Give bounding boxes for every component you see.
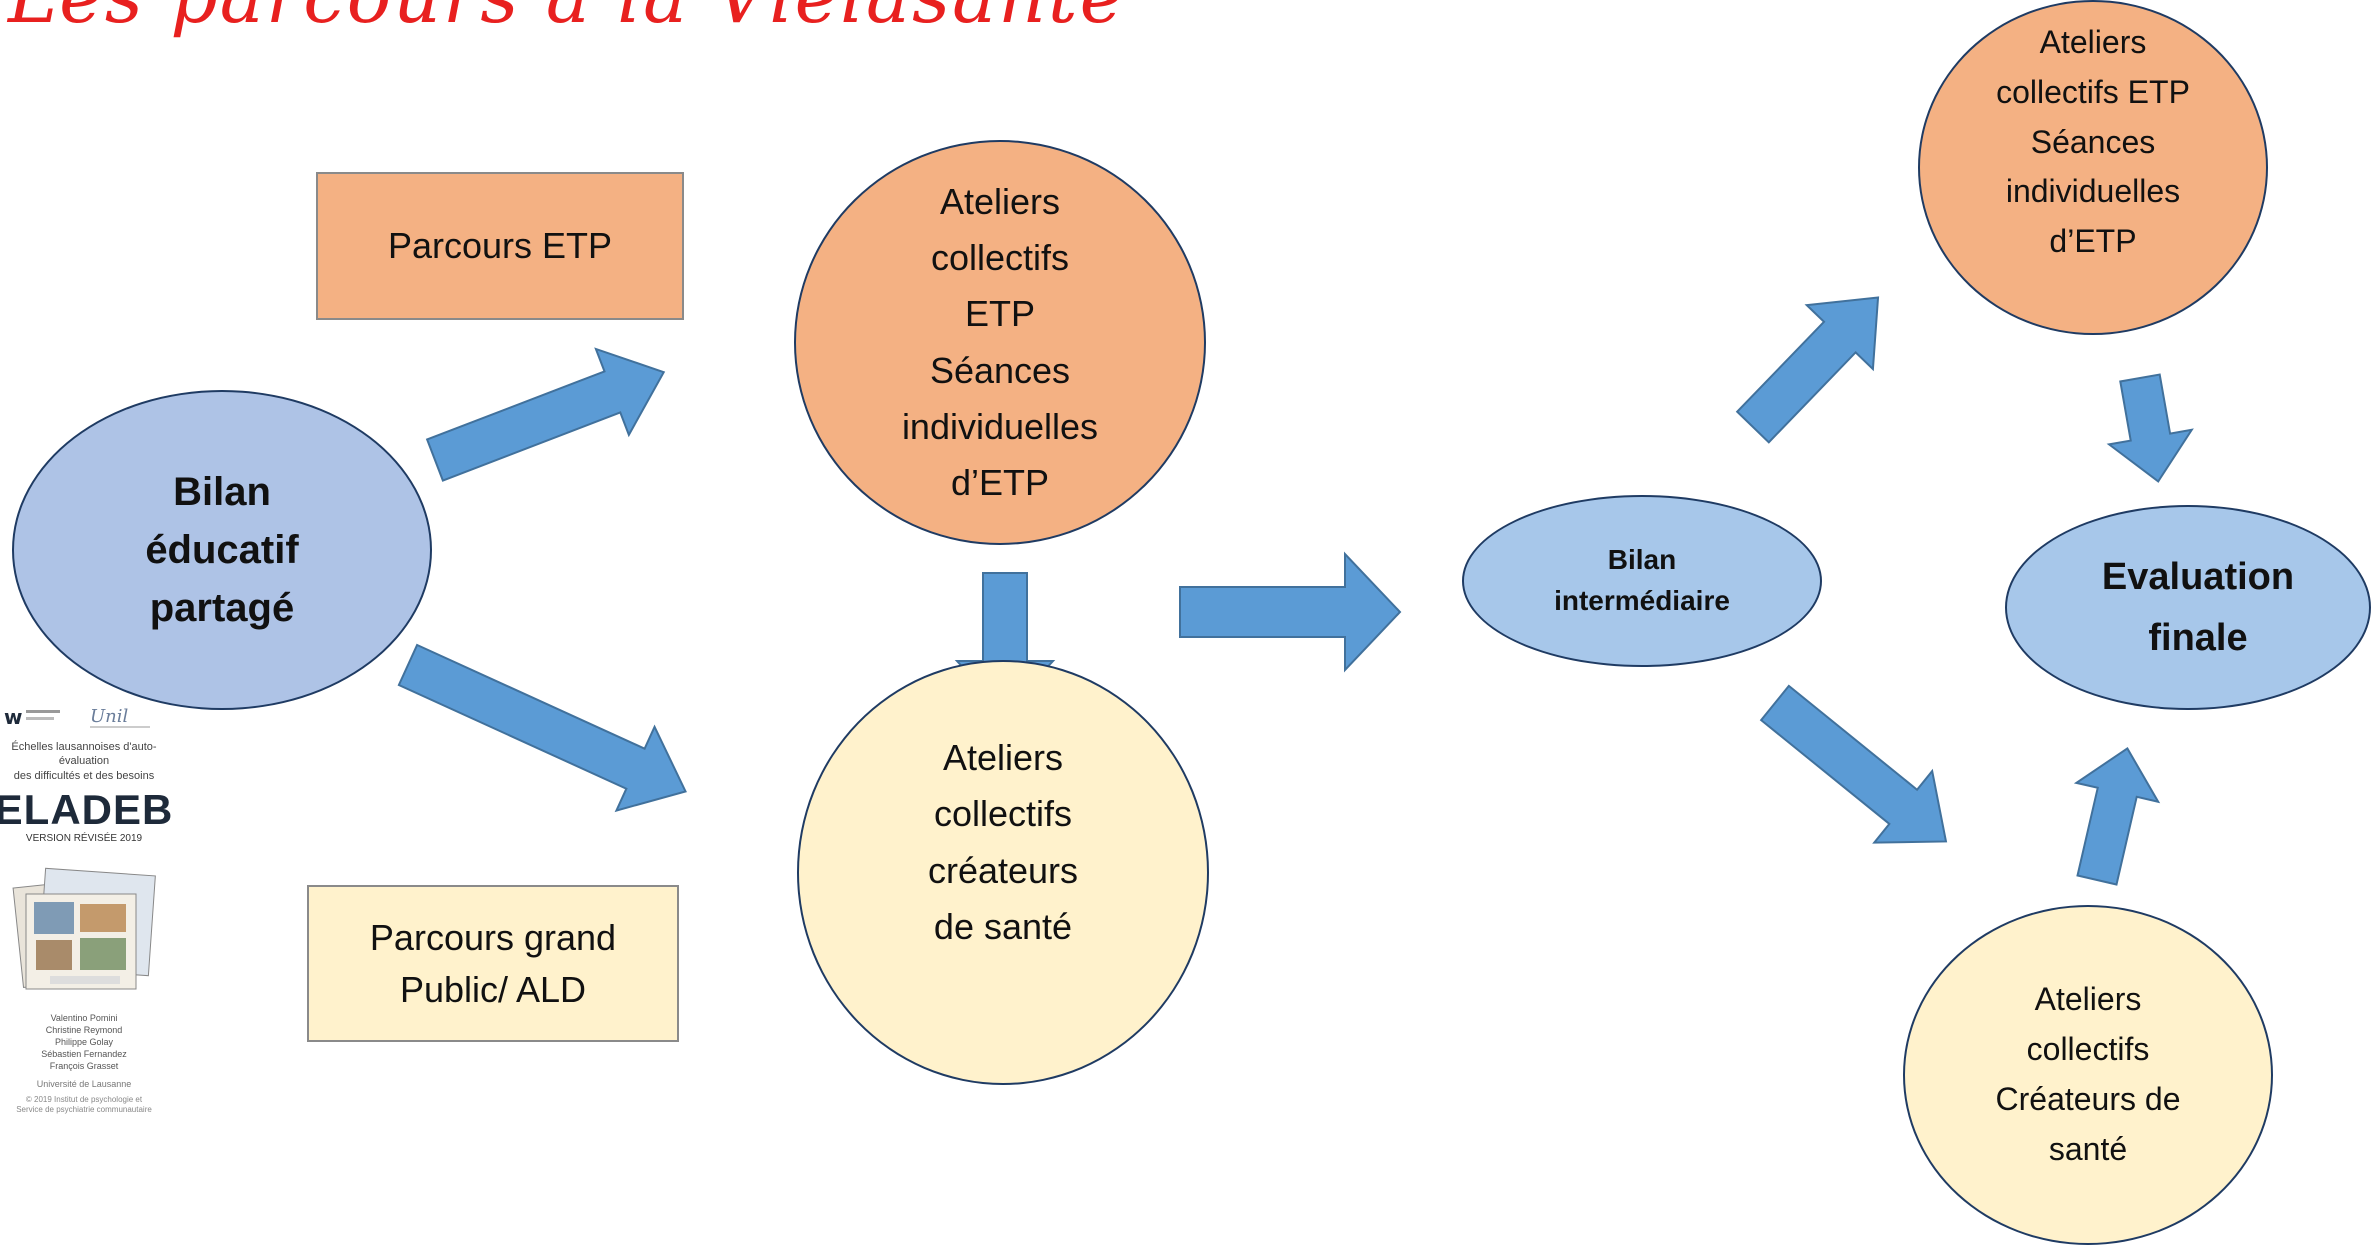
book-author: Valentino Pomini <box>50 1012 118 1023</box>
book-author: Philippe Golay <box>54 1037 114 1048</box>
parcours-etp-label-box: Parcours ETP <box>316 172 684 320</box>
ateliers-createurs-node: Ateliers collectifs créateurs de santé <box>797 660 1209 1085</box>
arrow-createurs-to-evaluation <box>2073 747 2161 886</box>
ateliers-etp-node: Ateliers collectifs ETP Séances individu… <box>794 140 1206 545</box>
node-line: collectifs <box>933 793 1073 835</box>
node-line: collectifs <box>930 237 1070 279</box>
book-logos: w Unil <box>0 700 178 734</box>
svg-text:w: w <box>4 705 22 729</box>
book-author: Christine Reymond <box>45 1025 123 1036</box>
node-line: Public/ ALD <box>399 968 587 1010</box>
node-line: finale <box>2148 616 2248 659</box>
book-subtitle-line: des difficultés et des besoins <box>13 769 155 782</box>
node-line: Bilan <box>1607 544 1677 576</box>
bilan-educatif-partage-node: Bilan éducatif partagé <box>12 390 432 710</box>
arrow-bilan-to-etp <box>425 347 666 482</box>
book-copyright-line: Service de psychiatrie communautaire <box>16 1104 152 1114</box>
node-line: ETP <box>964 293 1035 335</box>
parcours-grand-public-label-box: Parcours grand Public/ ALD <box>307 885 679 1042</box>
node-line: Ateliers <box>939 181 1061 223</box>
eladeb-book-cover: w Unil Échelles lausannoises d'auto-éval… <box>0 700 178 1170</box>
book-subtitle-line: Échelles lausannoises d'auto-évaluation <box>11 741 157 768</box>
node-line: d’ETP <box>950 461 1050 503</box>
node-line: de santé <box>933 905 1073 947</box>
node-line: Ateliers <box>942 737 1064 779</box>
node-line: Ateliers <box>2034 981 2142 1018</box>
node-line: Parcours grand <box>369 917 617 959</box>
node-line: individuelles <box>2005 173 2181 210</box>
book-university: Université de Lausanne <box>36 1078 132 1089</box>
node-line: partagé <box>149 586 295 630</box>
node-line: collectifs <box>2026 1031 2150 1068</box>
node-line: Parcours ETP <box>387 225 613 267</box>
node-line: Bilan <box>173 470 271 514</box>
institution-logos-icon: w Unil <box>4 705 150 729</box>
node-line: créateurs <box>927 849 1079 891</box>
node-line: éducatif <box>145 528 299 572</box>
evaluation-finale-node: Evaluation finale <box>2005 505 2371 710</box>
arrow-intermediaire-to-createurs <box>1759 684 1948 844</box>
ateliers-createurs-right-node: Ateliers collectifs Créateurs de santé <box>1903 905 2273 1245</box>
book-author: François Grasset <box>49 1061 119 1072</box>
bilan-intermediaire-node: Bilan intermédiaire <box>1462 495 1822 667</box>
ateliers-etp-right-node: Ateliers collectifs ETP Séances individu… <box>1918 0 2268 335</box>
book-copyright-line: © 2019 Institut de psychologie et <box>25 1094 143 1104</box>
node-line: Créateurs de <box>1995 1081 2181 1117</box>
node-line: Ateliers <box>2039 23 2147 60</box>
book-name: ELADEB <box>0 785 174 833</box>
arrow-intermediaire-to-etp <box>1735 296 1880 444</box>
book-cards-illustration <box>0 854 178 1004</box>
arrow-bilan-to-createurs <box>397 643 687 813</box>
node-line: Evaluation <box>2101 555 2295 598</box>
node-line: d’ETP <box>2049 223 2137 260</box>
book-author: Sébastien Fernandez <box>41 1049 127 1060</box>
arrow-to-bilan-intermediaire <box>1179 551 1402 673</box>
node-line: collectifs ETP <box>1996 73 2190 110</box>
svg-text:Unil: Unil <box>90 706 129 727</box>
arrow-etp-to-evaluation <box>2106 373 2194 483</box>
node-line: individuelles <box>901 405 1099 447</box>
node-line: intermédiaire <box>1554 585 1730 616</box>
node-line: Séances <box>929 349 1071 391</box>
page-title: Les parcours à la Vielasanté <box>8 0 1125 40</box>
node-line: Séances <box>2030 123 2156 160</box>
node-line: santé <box>2048 1130 2128 1167</box>
cards-illustration-icon <box>12 867 156 990</box>
book-version: VERSION RÉVISÉE 2019 <box>25 832 143 844</box>
